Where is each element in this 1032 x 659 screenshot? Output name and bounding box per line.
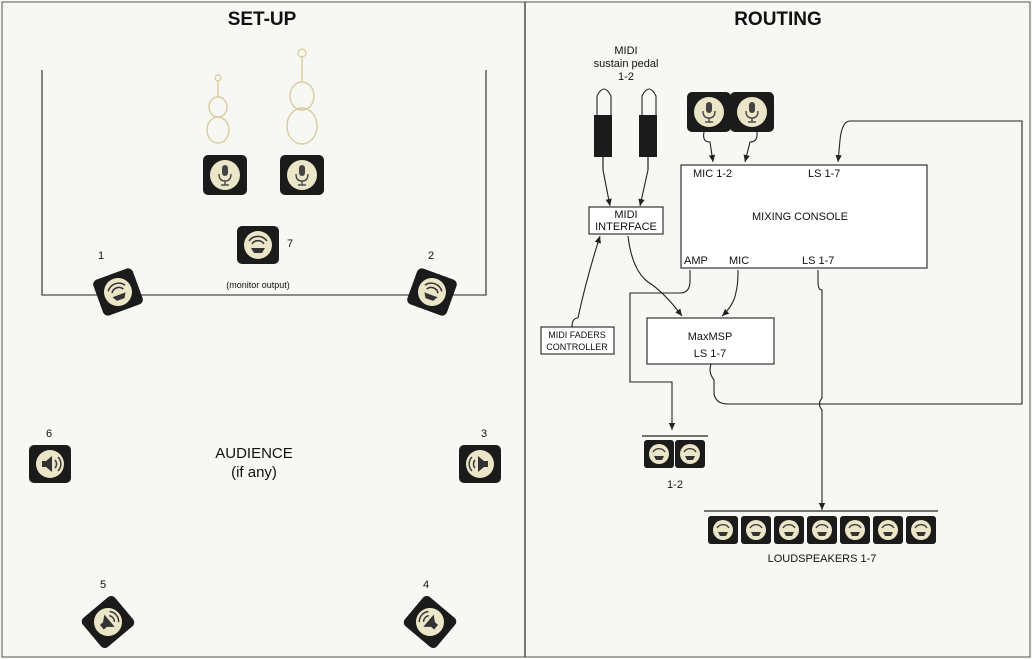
mixing-console-title: MIXING CONSOLE bbox=[752, 211, 848, 223]
midi-faders-label-2: CONTROLLER bbox=[546, 342, 608, 352]
console-ls-output: LS 1-7 bbox=[802, 255, 834, 267]
routing-title: ROUTING bbox=[734, 9, 822, 30]
speaker-number-5: 5 bbox=[100, 579, 106, 591]
speaker-number-4: 4 bbox=[423, 579, 429, 591]
microphone-icon bbox=[729, 91, 775, 133]
mixing-console-box bbox=[680, 164, 928, 269]
audience-label: AUDIENCE bbox=[215, 445, 293, 462]
speaker-number-1: 1 bbox=[98, 250, 104, 262]
microphone-icon bbox=[279, 154, 325, 196]
loudspeaker-icon bbox=[28, 444, 72, 484]
midi-interface-label-2: INTERFACE bbox=[595, 221, 657, 233]
loudspeaker-icon bbox=[236, 225, 280, 265]
loudspeaker-icon bbox=[405, 266, 459, 318]
midi-interface-box bbox=[588, 206, 664, 235]
midi-faders-box bbox=[540, 326, 615, 355]
loudspeaker-icon bbox=[643, 439, 675, 469]
loudspeaker-icon bbox=[773, 515, 805, 545]
console-mic-input: MIC 1-2 bbox=[693, 168, 732, 180]
pedal-plug-icon bbox=[594, 88, 612, 170]
speaker-number-7: 7 bbox=[287, 238, 293, 250]
monitor-pair-label: 1-2 bbox=[667, 479, 683, 491]
loudspeaker-icon bbox=[872, 515, 904, 545]
loudspeaker-icon bbox=[79, 593, 137, 651]
maxmsp-ls-label: LS 1-7 bbox=[694, 348, 726, 360]
speaker-number-6: 6 bbox=[46, 428, 52, 440]
loudspeaker-icon bbox=[806, 515, 838, 545]
audience-sublabel: (if any) bbox=[231, 464, 277, 481]
speaker-number-2: 2 bbox=[428, 250, 434, 262]
midi-faders-label-1: MIDI FADERS bbox=[548, 330, 606, 340]
setup-title: SET-UP bbox=[228, 9, 297, 30]
pedal-plug-icon bbox=[639, 88, 657, 170]
midi-pedal-label-1: MIDI bbox=[614, 45, 637, 57]
loudspeaker-icon bbox=[905, 515, 937, 545]
speaker-number-3: 3 bbox=[481, 428, 487, 440]
loudspeakers-label: LOUDSPEAKERS 1-7 bbox=[768, 553, 877, 565]
console-mic-output: MIC bbox=[729, 255, 749, 267]
viola-icon bbox=[286, 48, 318, 145]
monitor-output-label: (monitor output) bbox=[226, 280, 290, 290]
console-amp-output: AMP bbox=[684, 255, 708, 267]
violin-icon bbox=[206, 74, 230, 144]
loudspeaker-icon bbox=[91, 266, 145, 318]
midi-interface-label-1: MIDI bbox=[614, 209, 637, 221]
loudspeaker-icon bbox=[674, 439, 706, 469]
microphone-icon bbox=[202, 154, 248, 196]
loudspeaker-icon bbox=[839, 515, 871, 545]
loudspeaker-icon bbox=[401, 593, 459, 651]
loudspeaker-icon bbox=[740, 515, 772, 545]
midi-pedal-label-3: 1-2 bbox=[618, 71, 634, 83]
maxmsp-box bbox=[646, 317, 775, 365]
midi-pedal-label-2: sustain pedal bbox=[594, 58, 659, 70]
console-ls-input: LS 1-7 bbox=[808, 168, 840, 180]
loudspeaker-icon bbox=[707, 515, 739, 545]
loudspeaker-icon bbox=[458, 444, 502, 484]
microphone-icon bbox=[686, 91, 732, 133]
maxmsp-label: MaxMSP bbox=[688, 331, 733, 343]
stage-outline bbox=[41, 70, 487, 296]
